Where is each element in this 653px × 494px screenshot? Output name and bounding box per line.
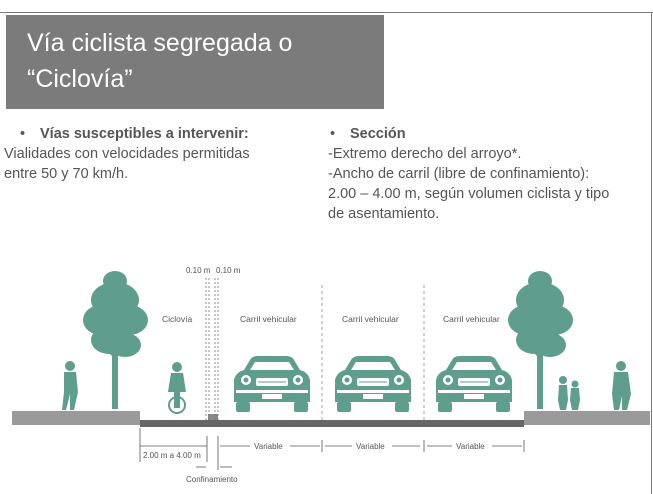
sidewalk-right (524, 411, 650, 425)
car-front-3-icon (435, 355, 513, 413)
bottom-dim-variable-1-label: Variable (254, 442, 283, 451)
right-bullet-heading: Sección (350, 126, 406, 142)
slide-title-line-2: “Ciclovía” (27, 65, 133, 93)
cyclist-icon (168, 362, 186, 414)
bottom-dimension-lines (139, 428, 525, 470)
right-bullet-line: -Extremo derecho del arroyo*. (328, 146, 522, 162)
right-bullet-heading-row: • Sección (330, 124, 609, 144)
slide-frame-top (0, 12, 653, 13)
left-bullet-dot: • (20, 126, 26, 142)
title-box (6, 15, 384, 109)
right-bullet-line: -Ancho de carril (libre de confinamiento… (328, 166, 590, 182)
pedestrian-left-icon (62, 361, 78, 410)
confinement-curb (208, 414, 218, 420)
bottom-dim-variable-2-label: Variable (356, 442, 385, 451)
lane-label-vehicular-2: Carril vehicular (342, 314, 399, 324)
lane-label-vehicular-3: Carril vehicular (443, 314, 500, 324)
left-bullet-line: entre 50 y 70 km/h. (4, 166, 129, 182)
tree-left-icon (81, 269, 150, 411)
right-column: • Sección -Extremo derecho del arroyo*. -… (328, 124, 610, 224)
bottom-dim-variable-3-label: Variable (456, 442, 485, 451)
lane-label-ciclovia: Ciclovía (162, 314, 193, 324)
left-bullet-heading: Vías susceptibles a intervenir: (40, 126, 249, 142)
confinement-label: Confinamiento (186, 475, 238, 484)
sidewalk-left (12, 411, 140, 425)
left-bullet-heading-row: • Vías susceptibles a intervenir: (20, 124, 250, 144)
road-surface (140, 420, 524, 427)
car-front-2-icon (334, 355, 412, 413)
confinement-dashed-lines (205, 278, 219, 420)
lane-divider-lines (321, 285, 425, 420)
top-dim-right-label: 0.10 m (216, 266, 241, 275)
bottom-dim-ciclovia-label: 2.00 m a 4.00 m (143, 451, 201, 460)
slide-frame-right (651, 12, 652, 494)
right-bullet-dot: • (330, 126, 336, 142)
pedestrian-right-icon (612, 361, 631, 410)
pedestrian-family-icon (558, 376, 580, 410)
left-bullet-line: Vialidades con velocidades permitidas (4, 146, 250, 162)
right-bullet-line: de asentamiento. (328, 206, 440, 222)
slide-title-line-1: Vía ciclista segregada o (27, 29, 293, 57)
lane-label-vehicular-1: Carril vehicular (240, 314, 297, 324)
top-dim-left-label: 0.10 m (186, 266, 211, 275)
left-column: • Vías susceptibles a intervenir: Vialida… (4, 124, 250, 184)
car-front-1-icon (233, 355, 311, 413)
right-bullet-line: 2.00 – 4.00 m, según volumen ciclista y … (328, 186, 610, 202)
